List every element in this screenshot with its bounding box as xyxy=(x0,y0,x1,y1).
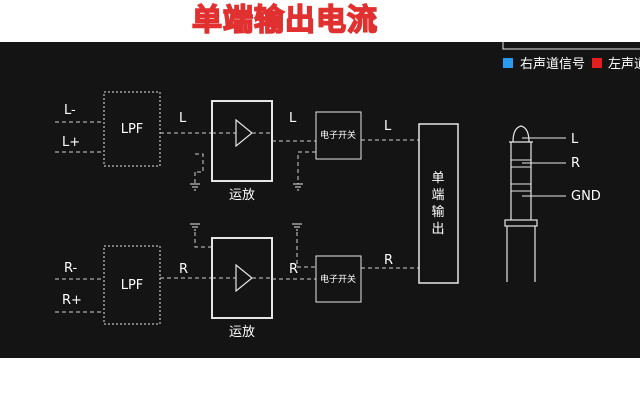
legend-label-right: 右声道信号 xyxy=(520,57,585,72)
ground-icon xyxy=(292,223,302,231)
legend-swatch-left xyxy=(592,58,602,68)
jack-ring-label: R xyxy=(571,156,580,171)
headphone-jack-icon xyxy=(504,125,538,282)
input-r-minus-label: R- xyxy=(64,261,78,276)
ground-icon xyxy=(293,183,303,191)
diagram-title: 单端输出电流 xyxy=(191,2,378,39)
output-label-char-1: 单 xyxy=(431,171,444,186)
diagram-canvas: .s { stroke:#e6e6e6; fill:none; } .d { s… xyxy=(0,42,640,358)
lpf-label-left: LPF xyxy=(121,122,144,137)
switch-label-right: 电子开关 xyxy=(320,273,356,285)
wire-label-l3: L xyxy=(384,119,392,134)
input-r-plus-label: R+ xyxy=(62,293,82,308)
output-label-char-2: 端 xyxy=(431,188,444,203)
wire-label-r3: R xyxy=(384,253,393,268)
input-l-minus-label: L- xyxy=(64,103,76,118)
opamp-label-left: 运放 xyxy=(229,188,255,203)
output-label-char-3: 输 xyxy=(431,204,444,220)
ground-icon xyxy=(190,223,200,231)
switch-box-left xyxy=(315,111,362,160)
lpf-box-left xyxy=(103,91,161,167)
wire-label-l2: L xyxy=(289,111,297,126)
circuit-diagram: .s { stroke:#e6e6e6; fill:none; } .d { s… xyxy=(55,42,640,340)
ground-wire-left-a xyxy=(195,153,204,173)
wire-label-r2: R xyxy=(289,262,298,277)
ground-icon xyxy=(190,183,200,191)
ground-wire-right-b xyxy=(296,232,316,268)
ground-wire-right-a xyxy=(194,232,212,248)
switch-label-left: 电子开关 xyxy=(320,129,356,141)
jack-sleeve-label: GND xyxy=(571,189,601,204)
output-label-char-4: 出 xyxy=(431,222,444,237)
lpf-box-right xyxy=(103,245,161,325)
wire-label-r1: R xyxy=(179,262,188,277)
single-ended-output-box xyxy=(418,123,459,284)
legend-swatch-right xyxy=(503,58,513,68)
wire-label-l1: L xyxy=(179,111,187,126)
legend-label-left: 左声道 xyxy=(608,57,640,72)
switch-box-right xyxy=(315,255,362,303)
opamp-triangle-right xyxy=(235,263,253,293)
legend-panel-edge xyxy=(502,42,640,50)
lpf-label-right: LPF xyxy=(121,278,144,293)
input-l-plus-label: L+ xyxy=(62,135,80,150)
opamp-triangle-left xyxy=(235,118,253,148)
jack-tip-label: L xyxy=(571,132,579,147)
opamp-label-right: 运放 xyxy=(229,325,255,340)
ground-wire-left-b xyxy=(297,151,316,184)
